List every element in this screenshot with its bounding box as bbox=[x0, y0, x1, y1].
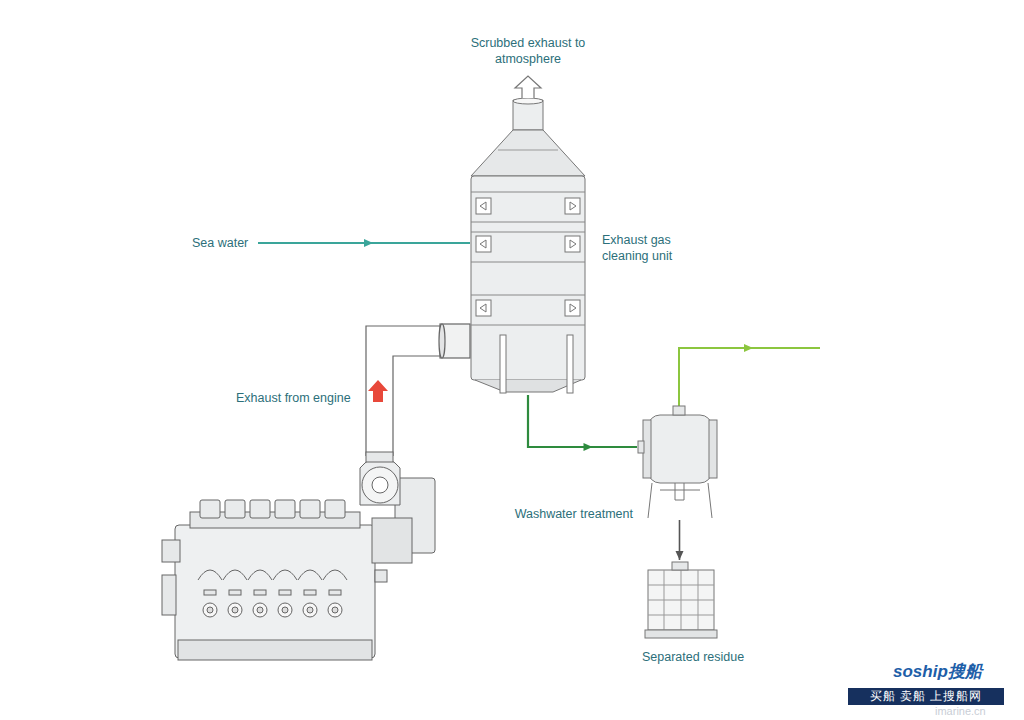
shape-outline bbox=[637, 405, 722, 520]
arrow-head bbox=[584, 443, 593, 451]
arrow-head bbox=[744, 344, 753, 352]
watermark: imarine.cn bbox=[935, 704, 986, 718]
shape-outline bbox=[463, 98, 593, 395]
flow-connector bbox=[528, 395, 637, 451]
stream-label: Exhaust from engine bbox=[236, 390, 351, 406]
arrow-head bbox=[364, 239, 373, 247]
node-label: Separated residue bbox=[642, 649, 772, 665]
engine bbox=[162, 452, 435, 660]
exhaust-arrow bbox=[368, 380, 388, 402]
watermark-band bbox=[848, 688, 1004, 705]
exhaust-pipe bbox=[366, 324, 470, 456]
scrubber-tower: Exhaust gas cleaning unit bbox=[463, 98, 593, 395]
residue-container: Separated residue bbox=[643, 560, 719, 640]
discharge-line bbox=[679, 348, 820, 406]
outlet-arrow bbox=[515, 76, 541, 100]
shape-outline bbox=[643, 560, 719, 640]
arrow-head bbox=[676, 551, 684, 560]
watermark: 买船 卖船 上搜船网 bbox=[850, 688, 1002, 705]
pipe-line bbox=[528, 395, 637, 447]
node-label: Washwater treatment bbox=[505, 506, 633, 522]
watermark: soship搜船 bbox=[893, 662, 982, 682]
stream-label: Sea water bbox=[192, 235, 248, 251]
outlet-label: Scrubbed exhaust to atmosphere bbox=[463, 35, 593, 67]
flow-connector bbox=[676, 520, 684, 560]
node-label: Exhaust gas cleaning unit bbox=[602, 232, 698, 264]
treatment-vessel: Washwater treatment bbox=[637, 405, 722, 520]
